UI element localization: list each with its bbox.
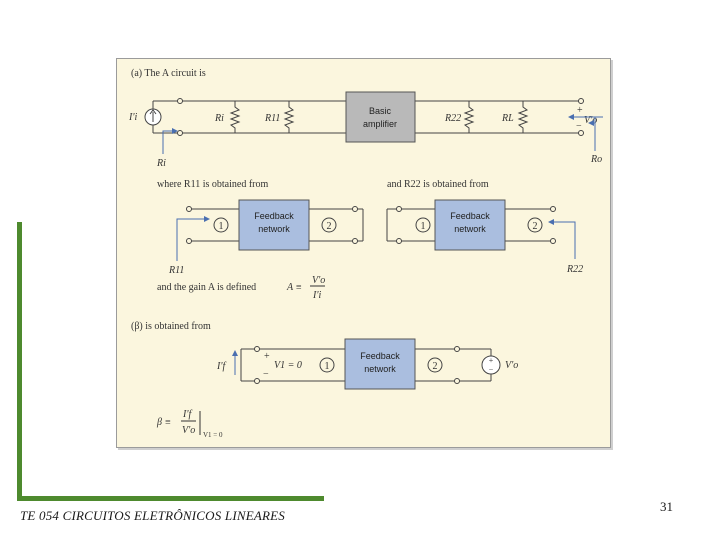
vo-plus: + (577, 105, 583, 116)
rout-label: Ro (590, 154, 602, 165)
amp-label-line2: amplifier (363, 119, 397, 129)
circuit-figure: (a) The A circuit is I'i Ri R11 R22 RL B… (116, 58, 611, 448)
fb-beta-line2: network (364, 364, 396, 374)
fb-left-line1: Feedback (254, 211, 294, 221)
svg-text:−: − (489, 365, 494, 374)
source-label: I'i (128, 112, 137, 123)
gain-eq-lhs: A ≡ (286, 282, 302, 293)
vo-minus: − (576, 121, 582, 132)
gain-numerator: V'o (312, 275, 325, 286)
v1-minus: − (263, 369, 269, 380)
r22-arrow-icon (548, 219, 576, 259)
if-label: I'f (216, 361, 226, 372)
gain-text: and the gain A is defined (157, 282, 256, 293)
fb-block-right (434, 199, 506, 251)
beta-denominator: V'o (182, 425, 195, 436)
fb-right-port1: 1 (421, 221, 426, 232)
fb-beta-port1: 1 (325, 361, 330, 372)
fb-block-beta (344, 338, 416, 390)
fb-block-left (238, 199, 310, 251)
rin-label: Ri (156, 158, 166, 169)
r11-port-label: R11 (168, 265, 184, 276)
voltage-source-icon: + − (481, 355, 501, 375)
and-r22-text: and R22 is obtained from (387, 179, 489, 190)
gain-denominator: I'i (312, 290, 321, 301)
rin-arrow-icon (162, 128, 178, 154)
accent-bar-vertical (17, 222, 22, 500)
r11-arrow-icon (176, 216, 210, 261)
resistor-ri-icon (229, 101, 241, 133)
svg-text:+: + (489, 356, 494, 365)
v1-label: V1 = 0 (274, 360, 302, 371)
current-source-icon (144, 108, 162, 126)
fb-right-port2: 2 (533, 221, 538, 232)
resistor-r11-icon (283, 101, 295, 133)
fb-beta-line1: Feedback (360, 351, 400, 361)
r11-label: R11 (264, 113, 280, 124)
fb-left-port1: 1 (219, 221, 224, 232)
accent-bar-horizontal (17, 496, 324, 501)
b-circuit-wires (240, 346, 492, 384)
circuit-svg: (a) The A circuit is I'i Ri R11 R22 RL B… (128, 68, 603, 439)
resistor-rl-icon (517, 101, 529, 133)
fb-left-port2: 2 (327, 221, 332, 232)
a-circuit-wires (152, 100, 581, 134)
basic-amplifier-block (345, 91, 416, 143)
resistor-r22-icon (463, 101, 475, 133)
where-r11-text: where R11 is obtained from (157, 179, 268, 190)
r22-port-label: R22 (566, 264, 583, 275)
beta-numerator: I'f (182, 409, 192, 420)
fb-right-line2: network (454, 224, 486, 234)
r22-label: R22 (444, 113, 461, 124)
amp-label-line1: Basic (369, 106, 392, 116)
fb-left-line2: network (258, 224, 290, 234)
fb-network-r11 (186, 206, 364, 244)
fb-network-r22 (386, 206, 556, 244)
part-b-heading: (β) is obtained from (131, 321, 211, 332)
fb-right-line1: Feedback (450, 211, 490, 221)
course-title: TE 054 CIRCUITOS ELETRÔNICOS LINEARES (20, 508, 286, 523)
rl-label: RL (501, 113, 514, 124)
v1-plus: + (264, 351, 270, 362)
beta-condition: V1 = 0 (203, 431, 223, 439)
page-number: 31 (660, 499, 673, 514)
ri-label: Ri (214, 113, 224, 124)
fb-beta-port2: 2 (433, 361, 438, 372)
part-a-heading: (a) The A circuit is (131, 68, 206, 79)
beta-eq-lhs: β ≡ (156, 417, 171, 428)
vo-source-label: V'o (505, 360, 518, 371)
